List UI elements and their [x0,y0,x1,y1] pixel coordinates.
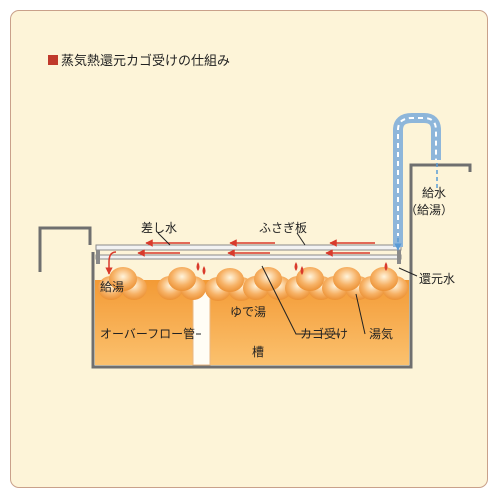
water-supply-pipe [393,113,441,247]
label-kanmizu: 還元水 [419,272,455,286]
condensation-drops [196,262,388,275]
steam-cloud [359,267,408,300]
label-supply-hot: （給湯） [405,203,453,217]
diagram-title: 蒸気熱還元カゴ受けの仕組み [48,50,230,69]
label-sashimizu: 差し水 [141,221,177,235]
return-flow-arrow [105,251,117,275]
steam-clouds [98,267,408,301]
steam-cloud [157,267,206,300]
label-overflow-pipe: オーバーフロー管 [100,326,195,341]
leader-lines [157,232,418,335]
title-marker [48,54,58,65]
label-supply-water: 給水 [422,186,446,200]
flow-arrows [137,239,375,257]
label-kyuto: 給湯 [100,280,124,294]
steam-cloud [322,267,371,300]
label-lid: ふさぎ板 [259,221,307,235]
title-text: 蒸気熱還元カゴ受けの仕組み [61,54,231,69]
label-basket-tray: カゴ受け [300,326,348,341]
basket-tray [95,244,402,264]
steam-cloud [98,267,147,300]
label-steam: 湯気 [369,326,393,341]
tank-walls [38,163,472,369]
label-tank: 槽 [252,345,264,359]
label-boiling-water: ゆで湯 [230,305,266,319]
